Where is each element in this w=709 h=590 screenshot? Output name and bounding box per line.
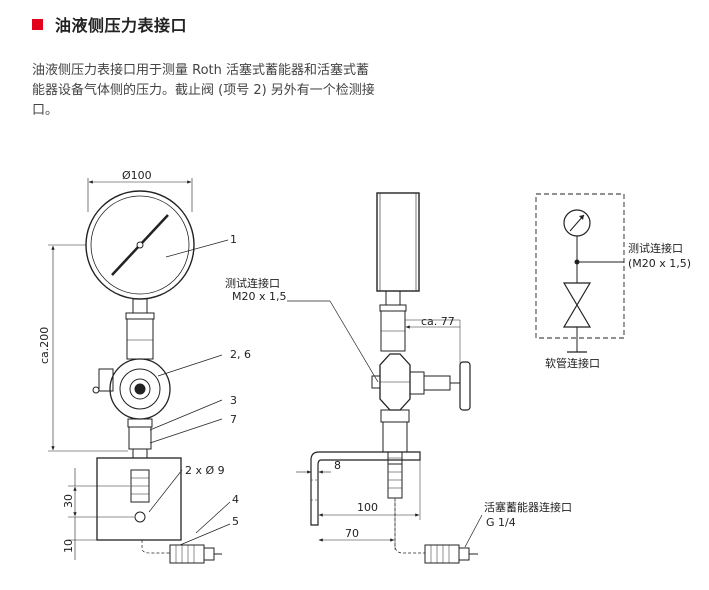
section-title: 油液侧压力表接口	[55, 16, 188, 35]
callout-3: 3	[230, 394, 237, 407]
hydraulic-schematic	[535, 193, 625, 353]
label-dim-100: 100	[357, 501, 378, 514]
callout-1: 1	[230, 233, 237, 246]
label-g14: G 1/4	[486, 516, 516, 529]
label-hose-port: 软管连接口	[545, 356, 600, 370]
schematic-boundary	[535, 193, 625, 339]
gauge-side	[376, 192, 420, 292]
label-holes: 2 x Ø 9	[185, 464, 225, 477]
label-dim-70: 70	[345, 527, 359, 540]
label-dim-8: 8	[334, 459, 341, 472]
label-dim-10: 10	[62, 539, 75, 553]
mounting-block	[96, 457, 182, 541]
section-header: 油液侧压力表接口	[32, 12, 187, 36]
schematic-valve-icon	[562, 282, 592, 328]
label-ca200: ca.200	[38, 327, 51, 364]
label-m20: M20 x 1,5	[232, 290, 286, 303]
label-test-port: 测试连接口	[225, 277, 280, 290]
description-line-1: 油液侧压力表接口用于测量 Roth 活塞式蓄能器和活塞式蓄	[32, 63, 370, 78]
label-dia100: Ø100	[122, 169, 152, 182]
callout-2-6: 2, 6	[230, 348, 251, 361]
callout-4: 4	[232, 493, 239, 506]
description-line-2: 能器设备气体侧的压力。截止阀 (项号 2) 另外有一个检测接	[32, 83, 375, 98]
label-ca77: ca. 77	[421, 315, 455, 328]
side-view	[287, 192, 483, 564]
front-view	[48, 178, 231, 564]
label-schem-m20: (M20 x 1,5)	[628, 257, 691, 270]
red-square-icon	[32, 18, 43, 30]
callout-5: 5	[232, 515, 239, 528]
label-dim-30: 30	[62, 494, 75, 508]
description: 油液侧压力表接口用于测量 Roth 活塞式蓄能器和活塞式蓄 能器设备气体侧的压力…	[32, 61, 472, 121]
label-schem-test-port: 测试连接口	[628, 242, 683, 255]
description-line-3: 口。	[32, 103, 59, 118]
callout-7: 7	[230, 413, 237, 426]
label-accum-port: 活塞蓄能器连接口	[484, 500, 572, 514]
